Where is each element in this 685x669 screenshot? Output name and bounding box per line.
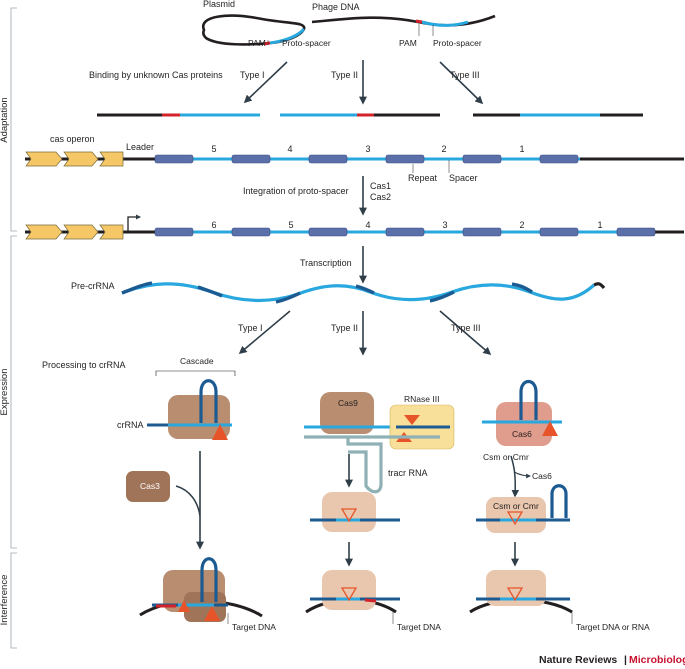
cascade-complex (147, 379, 232, 440)
spacer-number: 5 (211, 144, 216, 154)
crrna-label: crRNA (117, 420, 144, 430)
spacer-number: 6 (211, 220, 216, 230)
section-credit: Microbiology (629, 654, 685, 666)
repeats-after (154, 227, 656, 237)
phage-label: Phage DNA (312, 2, 360, 12)
pam-label-2: PAM (399, 38, 417, 48)
tracr-label: tracr RNA (388, 468, 428, 478)
type2-label: Type II (331, 70, 358, 80)
protospacer-label-2: Proto-spacer (433, 38, 482, 48)
repeat-block (231, 227, 271, 237)
repeats-before (154, 154, 579, 164)
arrow-type1 (243, 61, 288, 104)
spacer-number: 1 (597, 220, 602, 230)
type1-label: Type I (240, 70, 265, 80)
cas3-label: Cas3 (140, 481, 160, 491)
repeat-block (154, 227, 194, 237)
interference-type2 (305, 570, 400, 614)
repeat-block (154, 154, 194, 164)
plasmid-protospacer (269, 27, 306, 45)
cas6-complex: Cas6 (482, 379, 562, 446)
interference-type1 (139, 557, 263, 622)
adaptation-label: Adaptation (0, 97, 10, 142)
csm-cmr-complex-label: Csm or Cmr (493, 501, 539, 511)
spacer-number: 2 (441, 144, 446, 154)
repeat-block (539, 154, 579, 164)
spacer-number: 3 (442, 220, 447, 230)
csm-cmr-label: Csm or Cmr (483, 452, 529, 462)
cas2-label: Cas2 (370, 192, 391, 202)
cas-genes-after (25, 224, 124, 240)
rnase3-label: RNase III (404, 394, 439, 404)
interference-type3 (469, 570, 573, 614)
journal-credit: Nature Reviews (539, 654, 617, 666)
repeat-block (462, 154, 502, 164)
spacer-number: 4 (365, 220, 370, 230)
integration-label: Integration of proto-spacer (243, 186, 349, 196)
repeat-block (539, 227, 579, 237)
spacer-number: 2 (519, 220, 524, 230)
cascade-bracket (155, 370, 236, 376)
arrow-exp-type3 (439, 310, 492, 356)
cas9-loaded (310, 492, 400, 532)
exp-type2-label: Type II (331, 323, 358, 333)
type3-label: Type III (450, 70, 480, 80)
locus-after (25, 214, 684, 240)
cut-triangle-icon (212, 424, 228, 440)
pre-crrna (121, 281, 606, 304)
exp-type3-label: Type III (451, 323, 481, 333)
spacer-number: 3 (365, 144, 370, 154)
cas6-label: Cas6 (512, 429, 532, 439)
cas1-label: Cas1 (370, 181, 391, 191)
stage-brackets (10, 7, 17, 649)
arrow-exp-type1 (238, 310, 291, 355)
spacer-number: 1 (519, 144, 524, 154)
transcription-label: Transcription (300, 258, 352, 268)
phage-protospacer (421, 20, 469, 27)
pam-label-1: PAM (248, 38, 266, 48)
plasmid-label: Plasmid (203, 0, 235, 9)
repeat-block (385, 154, 425, 164)
repeat-block (462, 227, 502, 237)
repeat-block (616, 227, 656, 237)
processing-label: Processing to crRNA (42, 360, 126, 370)
arrow-type3 (439, 61, 484, 105)
repeat-block (231, 154, 271, 164)
protospacer-label-1: Proto-spacer (282, 38, 331, 48)
cas6-release-label: Cas6 (532, 471, 552, 481)
target-dna-label-2: Target DNA (397, 622, 441, 632)
promoter-arrow-icon (127, 214, 142, 232)
target-dna-rna-label: Target DNA or RNA (576, 622, 650, 632)
credit-separator: | (624, 654, 627, 666)
spacer-label: Spacer (449, 173, 478, 183)
cas9-complex: Cas9 RNase III (304, 392, 455, 494)
csm-cmr-complex: Csm or Cmr (476, 484, 570, 533)
target-dna-label-1: Target DNA (232, 622, 276, 632)
repeat-block (385, 227, 425, 237)
binding-label: Binding by unknown Cas proteins (89, 70, 223, 80)
cascade-label: Cascade (180, 356, 214, 366)
spacer-numbers-after: 6 5 4 3 2 1 (211, 220, 602, 230)
cas9-label: Cas9 (338, 398, 358, 408)
repeat-block (308, 227, 348, 237)
spacer-number: 5 (288, 220, 293, 230)
locus-before (25, 151, 684, 167)
repeat-block (308, 154, 348, 164)
plasmid-pam (263, 41, 271, 46)
spacer-numbers-before: 5 4 3 2 1 (211, 144, 524, 154)
cas3-protein: Cas3 (126, 471, 170, 502)
expression-label: Expression (0, 369, 10, 416)
tracr-rna (304, 435, 440, 494)
pre-crrna-label: Pre-crRNA (71, 281, 115, 291)
leader-label: Leader (126, 142, 154, 152)
cas-operon-label: cas operon (50, 134, 95, 144)
spacer-number: 4 (287, 144, 292, 154)
cas-genes-before (25, 151, 124, 167)
exp-type1-label: Type I (238, 323, 263, 333)
interference-label: Interference (0, 575, 10, 626)
repeat-label: Repeat (408, 173, 438, 183)
phage-pam (415, 19, 423, 24)
